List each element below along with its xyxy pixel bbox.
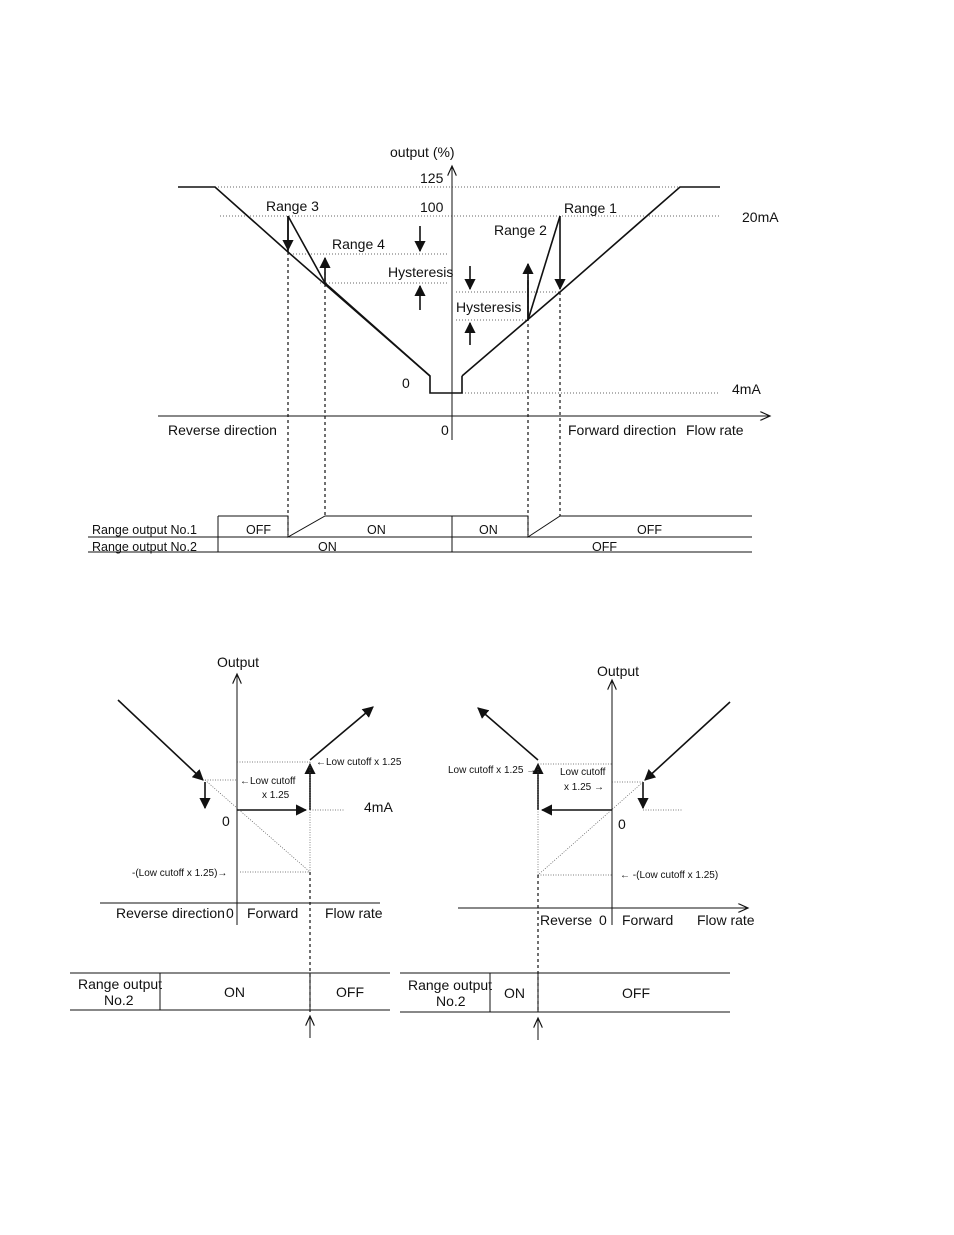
label-125: 125 xyxy=(420,170,444,186)
left-4ma: 4mA xyxy=(364,799,393,815)
right-zero: 0 xyxy=(599,912,607,928)
label-4ma: 4mA xyxy=(732,381,761,397)
right-flow-rate: Flow rate xyxy=(697,912,755,928)
left-y-axis-label: Output xyxy=(217,654,259,670)
right-table-label-1: Range output xyxy=(408,977,492,993)
label-range4: Range 4 xyxy=(332,236,385,252)
left-guide-diag xyxy=(204,779,311,873)
right-neg-cutoff: ← -(Low cutoff x 1.25) xyxy=(620,870,718,881)
table-row2-label: Range output No.2 xyxy=(92,540,197,554)
left-table-label-1: Range output xyxy=(78,976,162,992)
label-flow-rate: Flow rate xyxy=(686,422,744,438)
right-guide-diag xyxy=(537,781,644,876)
left-low-cutoff-top: ←Low cutoff x 1.25 xyxy=(316,757,402,768)
left-table-off: OFF xyxy=(336,984,364,1000)
left-forward: Forward xyxy=(247,905,298,921)
right-table-label-2: No.2 xyxy=(436,993,466,1009)
right-zero-upper: 0 xyxy=(618,816,626,832)
left-zero: 0 xyxy=(226,905,234,921)
right-table-on: ON xyxy=(504,985,525,1001)
right-reverse: Reverse xyxy=(540,912,592,928)
table-r1-on-right: ON xyxy=(479,523,498,537)
right-forward-curve xyxy=(644,701,731,781)
label-forward-direction: Forward direction xyxy=(568,422,676,438)
top-range-table: Range output No.1 Range output No.2 OFF … xyxy=(88,515,752,554)
right-low-cutoff-mid-2: x 1.25 → xyxy=(564,782,604,793)
right-table-off: OFF xyxy=(622,985,650,1001)
right-reverse-curve xyxy=(477,707,539,761)
left-neg-cutoff: -(Low cutoff x 1.25)→ xyxy=(132,868,227,879)
left-flow-rate: Flow rate xyxy=(325,905,383,921)
table-r2-on: ON xyxy=(318,540,337,554)
label-range1: Range 1 xyxy=(564,200,617,216)
table-r2-off: OFF xyxy=(592,540,617,554)
label-hysteresis-left: Hysteresis xyxy=(388,264,453,280)
left-reverse-direction: Reverse direction xyxy=(116,905,225,921)
table-r1-off-left: OFF xyxy=(246,523,271,537)
label-range2: Range 2 xyxy=(494,222,547,238)
right-low-cutoff-top: Low cutoff x 1.25 → xyxy=(448,765,536,776)
left-reverse-curve xyxy=(117,699,204,781)
right-y-axis-label: Output xyxy=(597,663,639,679)
forward-output-curve xyxy=(461,186,720,377)
label-20ma: 20mA xyxy=(742,209,779,225)
top-diagram: output (%) 125 100 0 0 Range 3 Range 4 R… xyxy=(88,144,779,554)
table-row1-label: Range output No.1 xyxy=(92,523,197,537)
left-table-label-2: No.2 xyxy=(104,992,134,1008)
label-range3: Range 3 xyxy=(266,198,319,214)
top-y-axis-label: output (%) xyxy=(390,144,455,160)
range2-curve xyxy=(527,215,561,321)
right-forward: Forward xyxy=(622,912,673,928)
right-low-cutoff-mid-1: Low cutoff xyxy=(560,767,606,778)
label-0-x: 0 xyxy=(441,422,449,438)
left-low-cutoff-mid-2: x 1.25 xyxy=(262,790,290,801)
left-low-cutoff-mid-1: ←Low cutoff xyxy=(240,776,296,787)
right-diagram: Output Low cutoff x 1.25 → Low cutoff x … xyxy=(400,663,755,1040)
left-diagram: Output ←Low cutoff x 1.25 ←Low cutoff x … xyxy=(70,654,402,1038)
left-forward-curve xyxy=(309,706,374,761)
label-100: 100 xyxy=(420,199,444,215)
left-table-on: ON xyxy=(224,984,245,1000)
table-r1-on-left: ON xyxy=(367,523,386,537)
left-zero-upper: 0 xyxy=(222,813,230,829)
label-0-y: 0 xyxy=(402,375,410,391)
label-reverse-direction: Reverse direction xyxy=(168,422,277,438)
table-r1-off-right: OFF xyxy=(637,523,662,537)
label-hysteresis-right: Hysteresis xyxy=(456,299,521,315)
